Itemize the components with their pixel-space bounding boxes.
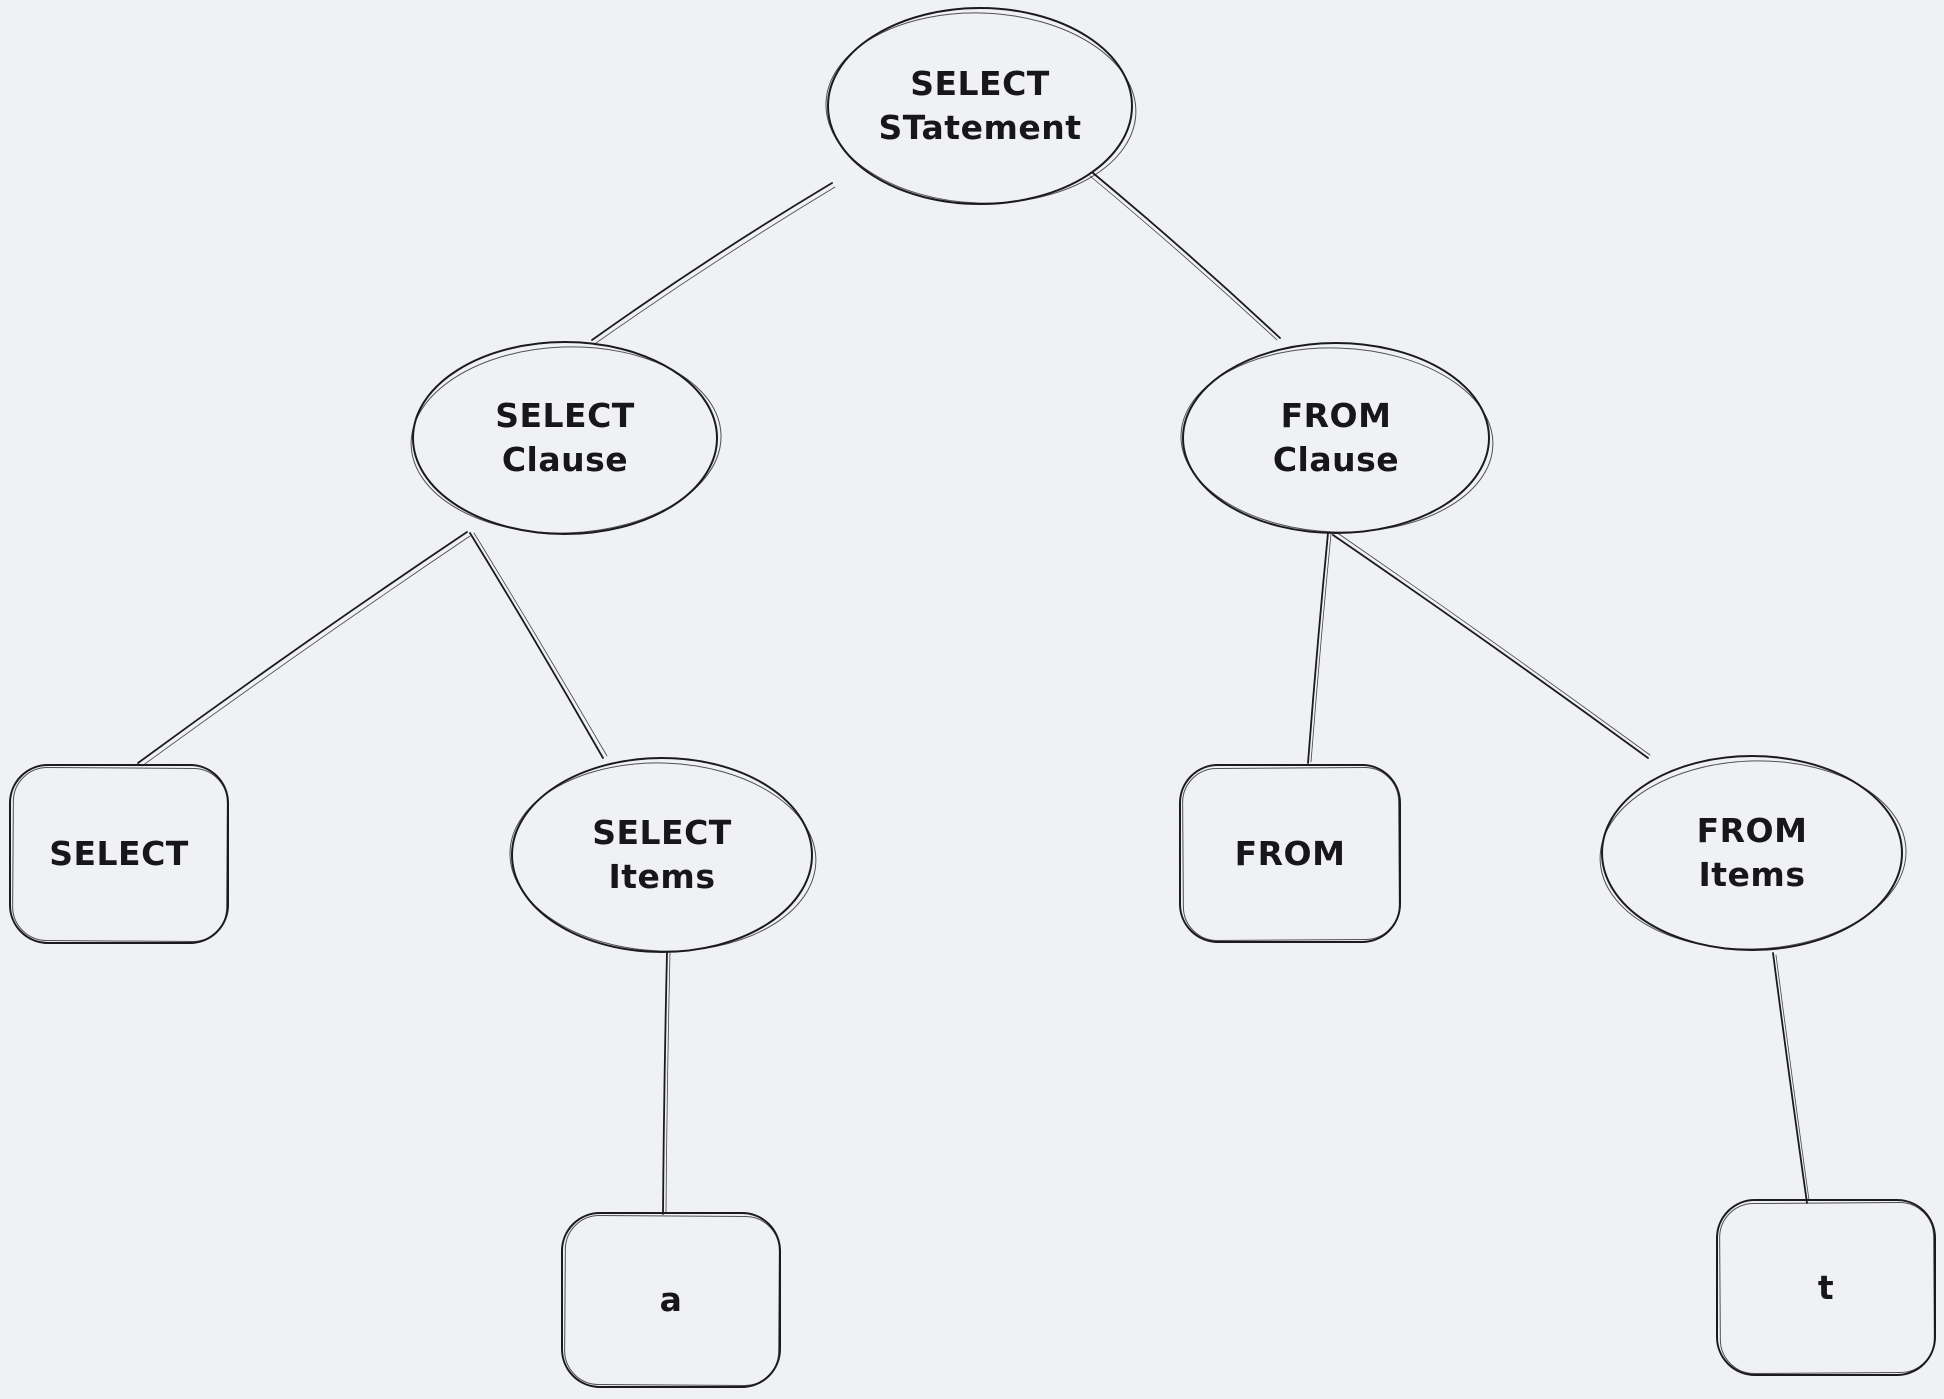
node-shape-select-clause[interactable] bbox=[408, 341, 724, 539]
node-shape-from-clause[interactable] bbox=[1178, 342, 1496, 538]
node-shape-from-item-t[interactable] bbox=[1716, 1199, 1936, 1376]
edge-from-items-to-from-item-t[interactable] bbox=[1772, 952, 1810, 1204]
node-shape-select-keyword[interactable] bbox=[9, 764, 229, 944]
edge-from-clause-to-from-items[interactable] bbox=[1332, 531, 1651, 759]
edge-select-items-to-select-item-a[interactable] bbox=[662, 951, 671, 1215]
edge-from-clause-to-from-keyword[interactable] bbox=[1307, 532, 1332, 764]
node-shape-select-statement[interactable] bbox=[823, 7, 1139, 209]
node-shape-from-keyword[interactable] bbox=[1179, 764, 1401, 943]
edge-select-clause-to-select-keyword[interactable] bbox=[137, 531, 471, 767]
node-shape-from-items[interactable] bbox=[1597, 755, 1909, 955]
node-shape-select-item-a[interactable] bbox=[561, 1212, 781, 1388]
edge-select-clause-to-select-items[interactable] bbox=[469, 532, 608, 759]
node-shape-select-items[interactable] bbox=[507, 757, 819, 957]
edge-select-statement-to-select-clause[interactable] bbox=[591, 182, 836, 344]
edge-select-statement-to-from-clause[interactable] bbox=[1089, 172, 1281, 341]
